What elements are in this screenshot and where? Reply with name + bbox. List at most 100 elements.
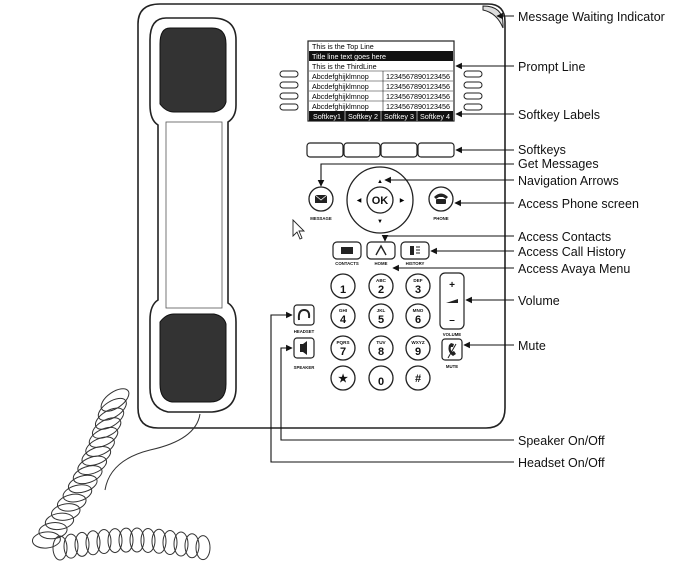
ok-button[interactable] xyxy=(366,186,394,214)
line-button-left[interactable] xyxy=(279,81,299,89)
speaker-button[interactable] xyxy=(293,337,315,359)
screen-row-left: Abcdefghijklmnop xyxy=(312,82,369,91)
callout-mute: Mute xyxy=(518,339,546,353)
softkey-button-3[interactable] xyxy=(380,142,418,158)
screen-top-line: This is the Top Line xyxy=(312,42,374,51)
svg-text:ABC: ABC xyxy=(376,278,387,283)
nav-up-arrow-icon[interactable]: ▲ xyxy=(377,179,383,185)
callout-prompt-line: Prompt Line xyxy=(518,60,585,74)
callout-access-call-history: Access Call History xyxy=(518,245,626,259)
phone-button[interactable] xyxy=(428,186,454,212)
svg-text:JKL: JKL xyxy=(377,308,386,313)
screen-row-left: Abcdefghijklmnop xyxy=(312,102,369,111)
screen-third-line: This is the ThirdLine xyxy=(312,62,377,71)
svg-text:★: ★ xyxy=(338,373,348,385)
volume-rocker[interactable]: + – xyxy=(439,272,465,330)
svg-text:WXYZ: WXYZ xyxy=(411,340,424,345)
svg-text:GHI: GHI xyxy=(339,308,347,313)
line-button-right[interactable] xyxy=(463,103,483,111)
callout-volume: Volume xyxy=(518,294,560,308)
speaker-label: SPEAKER xyxy=(294,365,316,370)
message-button[interactable] xyxy=(308,186,334,212)
phone-label: PHONE xyxy=(433,216,448,221)
nav-left-arrow-icon[interactable]: ◀ xyxy=(357,198,362,204)
screen-row-left: Abcdefghijklmnop xyxy=(312,72,369,81)
line-button-right[interactable] xyxy=(463,92,483,100)
mute-label: MUTE xyxy=(446,364,458,369)
volume-down-icon[interactable]: – xyxy=(449,315,455,326)
home-button[interactable] xyxy=(366,241,396,260)
screen-row-left: Abcdefghijklmnop xyxy=(312,92,369,101)
mute-button[interactable] xyxy=(441,338,463,361)
mouse-cursor-icon xyxy=(292,218,306,240)
callout-headset-onoff: Headset On/Off xyxy=(518,456,605,470)
volume-up-icon[interactable]: + xyxy=(449,280,455,291)
message-waiting-indicator xyxy=(482,5,504,29)
svg-text:MNO: MNO xyxy=(413,308,424,313)
screen-row-right: 1234567890123456 xyxy=(386,72,450,81)
history-label: HISTORY xyxy=(406,261,425,266)
line-buttons xyxy=(279,70,483,111)
keypad-key-0[interactable]: 0 xyxy=(368,365,394,391)
softkey-button-1[interactable] xyxy=(306,142,344,158)
svg-text:6: 6 xyxy=(415,314,421,326)
line-button-right[interactable] xyxy=(463,81,483,89)
nav-right-arrow-icon[interactable]: ▶ xyxy=(400,198,405,204)
contacts-label: CONTACTS xyxy=(335,261,359,266)
line-button-left[interactable] xyxy=(279,103,299,111)
home-label: HOME xyxy=(375,261,388,266)
callout-message-waiting: Message Waiting Indicator xyxy=(518,10,665,24)
callout-softkeys: Softkeys xyxy=(518,143,566,157)
callout-softkey-labels: Softkey Labels xyxy=(518,108,600,122)
headset-button[interactable] xyxy=(293,304,315,326)
softkey-label: Softkey 2 xyxy=(348,112,378,121)
svg-text:2: 2 xyxy=(378,284,384,296)
line-button-left[interactable] xyxy=(279,70,299,78)
softkey-label: Softkey 4 xyxy=(420,112,450,121)
nav-down-arrow-icon[interactable]: ▼ xyxy=(377,219,383,225)
callout-navigation-arrows: Navigation Arrows xyxy=(518,174,619,188)
contacts-button[interactable] xyxy=(332,241,362,260)
svg-text:0: 0 xyxy=(378,376,384,388)
history-button[interactable] xyxy=(400,241,430,260)
handset-cord xyxy=(31,388,211,561)
softkey-label: Softkey 3 xyxy=(384,112,414,121)
line-button-left[interactable] xyxy=(279,92,299,100)
line-button-right[interactable] xyxy=(463,70,483,78)
svg-text:7: 7 xyxy=(340,346,346,358)
screen-row-right: 1234567890123456 xyxy=(386,92,450,101)
screen-title-line: Title line text goes here xyxy=(312,52,386,61)
svg-text:3: 3 xyxy=(415,284,421,296)
keypad-key-hash[interactable]: # xyxy=(405,365,431,391)
svg-text:9: 9 xyxy=(415,346,421,358)
navigation-cluster: OK ▲ ▼ ◀ ▶ xyxy=(346,166,414,234)
svg-text:4: 4 xyxy=(340,314,347,326)
callout-access-contacts: Access Contacts xyxy=(518,230,611,244)
softkey-button-4[interactable] xyxy=(417,142,455,158)
svg-text:#: # xyxy=(415,373,421,385)
callout-access-phone-screen: Access Phone screen xyxy=(518,197,639,211)
headset-label: HEADSET xyxy=(294,329,315,334)
screen-row-right: 1234567890123456 xyxy=(386,82,450,91)
softkey-button-2[interactable] xyxy=(343,142,381,158)
svg-text:5: 5 xyxy=(378,314,384,326)
keypad-key-star[interactable]: ★ xyxy=(330,365,356,391)
softkey-label: Softkey1 xyxy=(313,112,341,121)
ok-label: OK xyxy=(372,195,389,207)
callout-lines xyxy=(270,12,514,463)
screen-row-right: 1234567890123456 xyxy=(386,102,450,111)
handset[interactable] xyxy=(149,17,237,413)
callout-access-avaya-menu: Access Avaya Menu xyxy=(518,262,630,276)
keypad-key-1[interactable]: 1 xyxy=(330,273,356,299)
svg-text:TUV: TUV xyxy=(376,340,386,345)
